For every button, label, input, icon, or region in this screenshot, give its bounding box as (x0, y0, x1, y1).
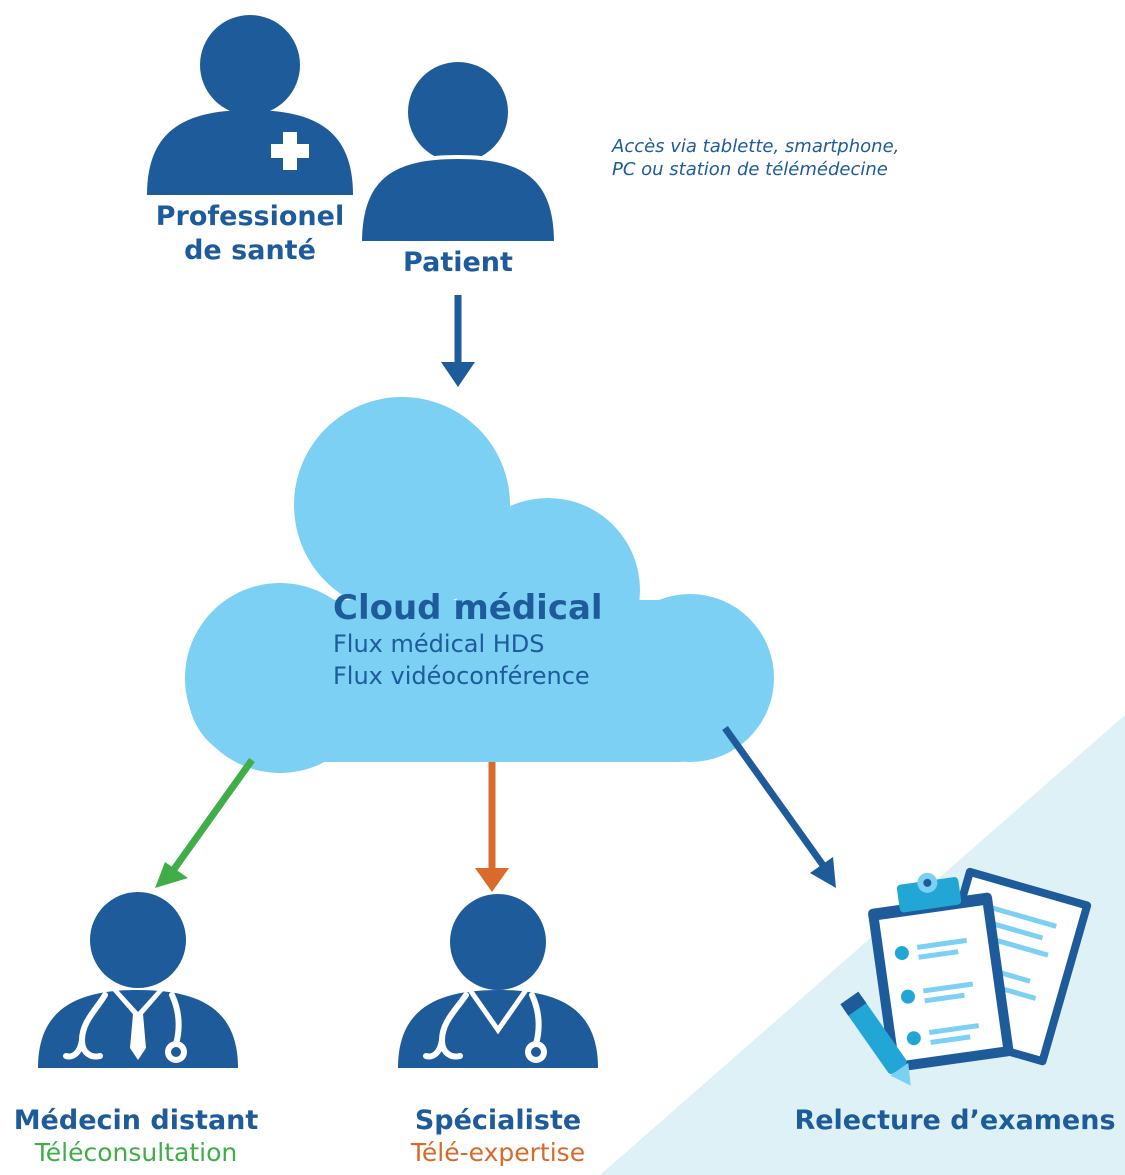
specialist-subtitle: Télé-expertise (410, 1138, 586, 1167)
professional-label: Professionel de santé (130, 200, 370, 268)
patient-icon (357, 62, 559, 245)
cloud-text: Cloud médical Flux médical HDS Flux vidé… (333, 588, 733, 692)
professional-label-line1: Professionel (155, 201, 345, 232)
medical-cloud-shape (185, 397, 774, 773)
doctor-title: Médecin distant (13, 1105, 259, 1136)
doctor-subtitle: Téléconsultation (34, 1138, 238, 1167)
patient-label: Patient (403, 247, 513, 278)
specialist-label: Spécialiste Télé-expertise (382, 1104, 614, 1168)
arrow-cloud-to-specialist (475, 762, 509, 892)
arrow-cloud-to-exams (722, 725, 836, 888)
doctor-icon (38, 892, 238, 1068)
access-note-line1: Accès via tablette, smartphone, (612, 136, 900, 157)
cloud-line-hds: Flux médical HDS (333, 630, 545, 658)
background-triangle (600, 715, 1125, 1175)
exams-title: Relecture d’examens (794, 1105, 1116, 1136)
exams-label: Relecture d’examens (790, 1104, 1120, 1138)
doctor-label: Médecin distant Téléconsultation (0, 1104, 272, 1168)
professional-label-line2: de santé (184, 235, 316, 266)
specialist-title: Spécialiste (414, 1105, 582, 1136)
access-note-line2: PC ou station de télémédecine (612, 159, 888, 180)
cloud-line-video: Flux vidéoconférence (333, 662, 590, 690)
clipboard-exams-icon (840, 867, 1092, 1086)
access-note: Accès via tablette, smartphone, PC ou st… (612, 135, 1032, 181)
cloud-title: Cloud médical (333, 588, 603, 628)
arrow-patient-to-cloud (441, 295, 475, 387)
specialist-icon (398, 894, 598, 1068)
arrow-cloud-to-doctor (155, 757, 255, 888)
health-professional-icon (147, 15, 353, 195)
